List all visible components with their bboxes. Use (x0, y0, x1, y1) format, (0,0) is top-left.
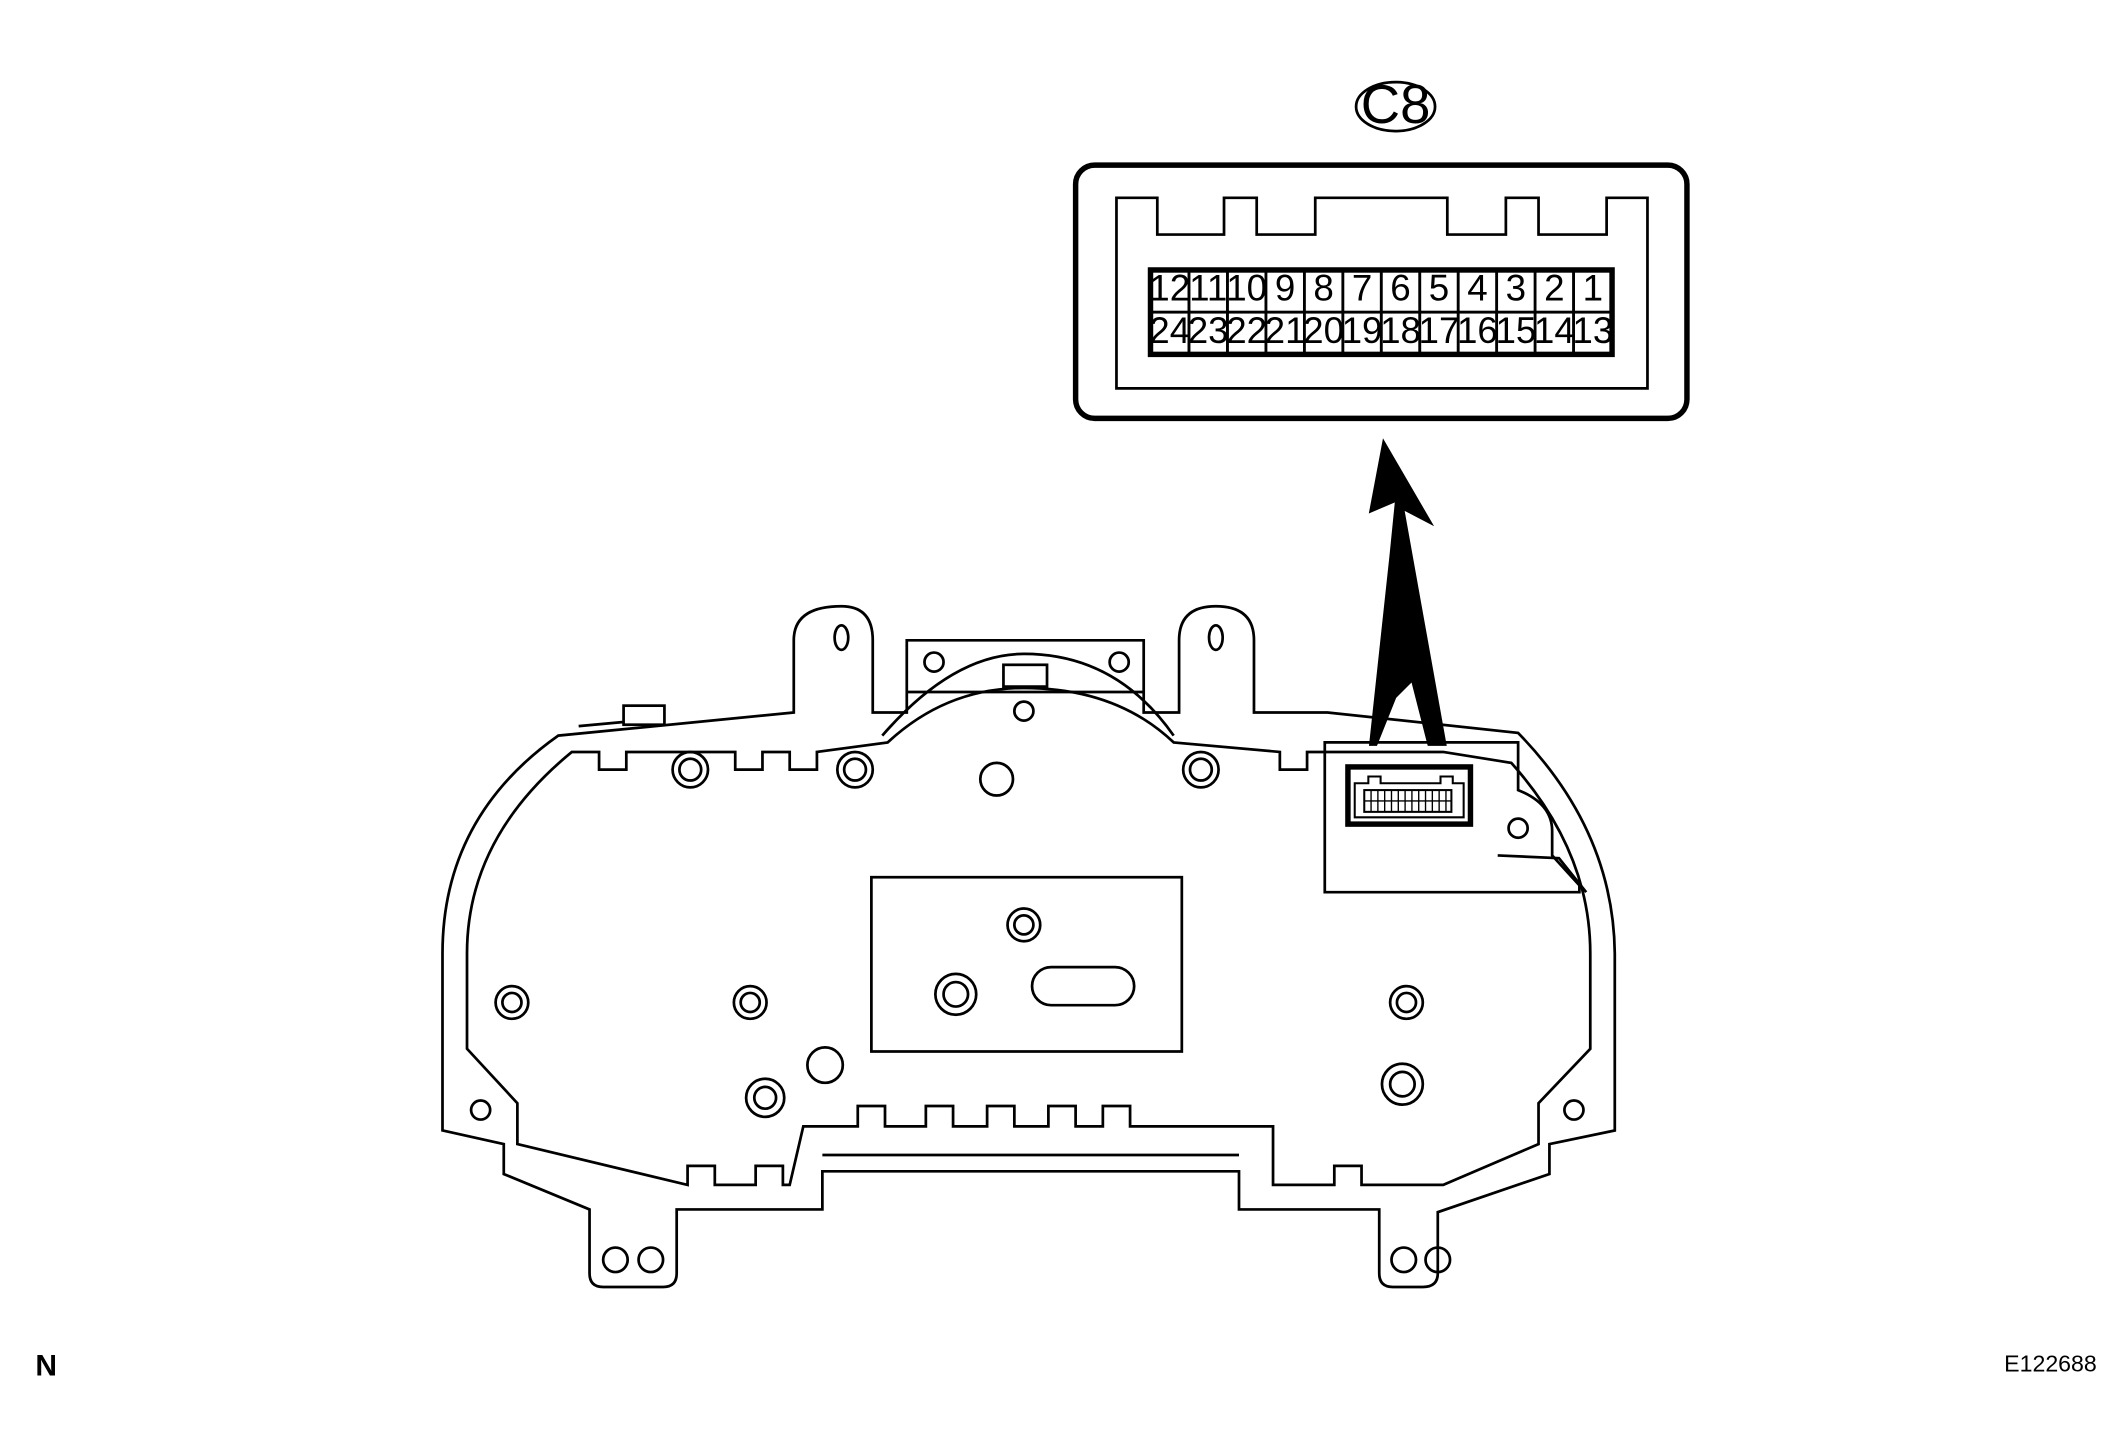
figure-id: E122688 (2004, 1350, 2097, 1376)
pin-number: 22 (1226, 310, 1267, 351)
pin-number: 24 (1149, 310, 1190, 351)
pin-number: 11 (1189, 268, 1227, 309)
pin-number: 8 (1313, 268, 1333, 309)
pointer-arrow (1368, 438, 1447, 746)
pin-number: 14 (1534, 310, 1575, 351)
pin-number: 19 (1342, 310, 1383, 351)
connector-label-text: C8 (1361, 74, 1431, 135)
pin-cell (1572, 310, 1614, 356)
pin-number: 12 (1149, 268, 1190, 309)
pin-number: 17 (1419, 310, 1460, 351)
pin-number: 1 (1583, 268, 1603, 309)
pin-number: 10 (1226, 268, 1267, 309)
pin-number: 13 (1572, 310, 1613, 351)
pin-number: 9 (1275, 268, 1295, 309)
pin-number: 4 (1467, 268, 1487, 309)
pin-number: 18 (1380, 310, 1421, 351)
pin-number: 3 (1506, 268, 1526, 309)
combination-meter (441, 604, 1617, 1289)
pin-number: 5 (1429, 268, 1449, 309)
connector-label: C8 (1354, 74, 1437, 135)
pin-number: 21 (1265, 310, 1306, 351)
pin-number: 7 (1352, 268, 1372, 309)
pin-number: 6 (1390, 268, 1410, 309)
pin-number: 15 (1495, 310, 1536, 351)
sheet-mark: N (35, 1350, 57, 1383)
pin-number: 23 (1188, 310, 1229, 351)
pin-number: 20 (1303, 310, 1344, 351)
pin-number: 16 (1457, 310, 1498, 351)
pin-number: 2 (1544, 268, 1564, 309)
